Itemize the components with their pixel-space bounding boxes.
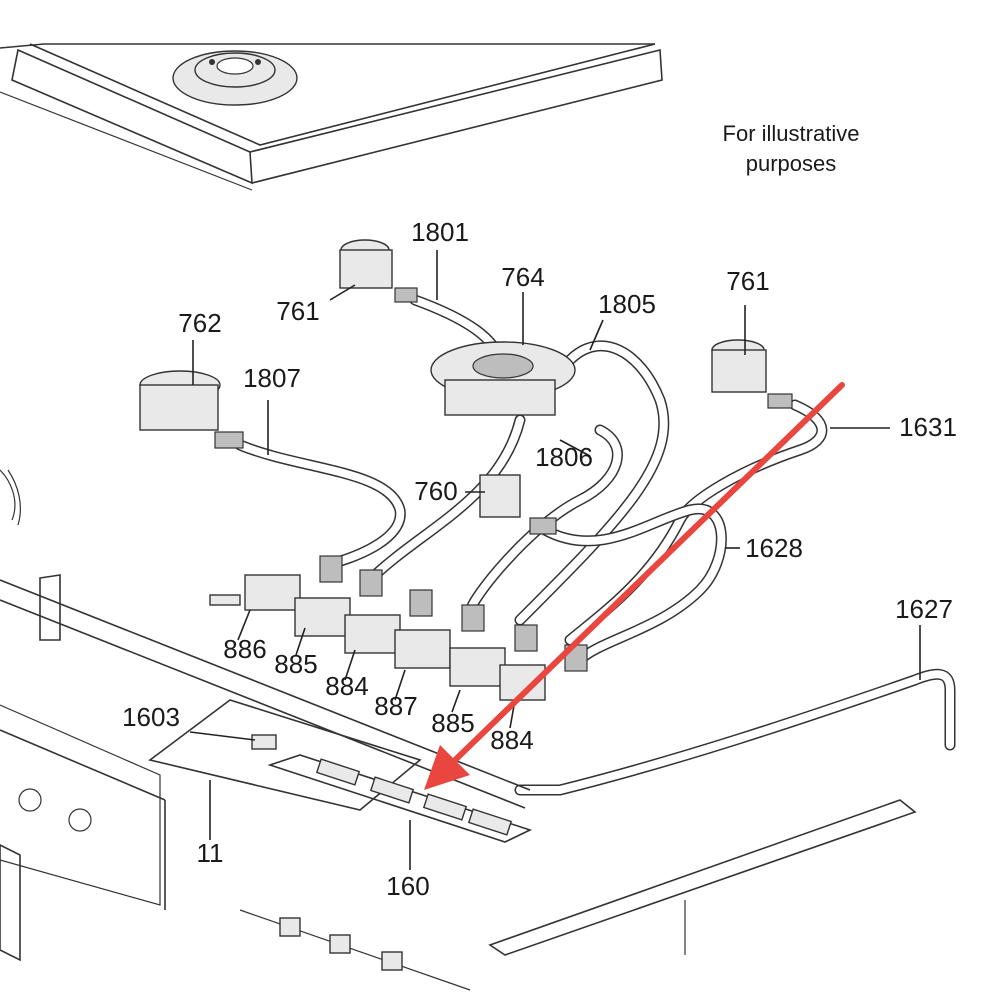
label-761-left: 761 — [276, 296, 319, 326]
label-1801: 1801 — [411, 217, 469, 247]
bracket-160 — [267, 754, 533, 843]
burner-761-right — [711, 339, 793, 409]
label-762: 762 — [178, 308, 221, 338]
label-760: 760 — [414, 476, 457, 506]
label-1807: 1807 — [243, 363, 301, 393]
burner-762 — [139, 370, 244, 449]
label-1628: 1628 — [745, 533, 803, 563]
leader-lines — [189, 250, 921, 870]
label-761-right: 761 — [726, 266, 769, 296]
red-arrow — [424, 382, 845, 790]
label-886: 886 — [223, 634, 266, 664]
gas-tubes — [234, 294, 956, 796]
gas-valves — [209, 555, 588, 701]
label-884-left: 884 — [325, 671, 368, 701]
lower-connectors — [239, 909, 471, 991]
label-160: 160 — [386, 871, 429, 901]
burner-760 — [479, 474, 557, 535]
cooktop-plate — [0, 43, 663, 191]
label-764: 764 — [501, 262, 544, 292]
label-884-right: 884 — [490, 725, 533, 755]
burner-761-left — [339, 239, 418, 303]
label-1627: 1627 — [895, 594, 953, 624]
label-885-right: 885 — [431, 708, 474, 738]
burner-cap — [172, 50, 298, 106]
label-1631: 1631 — [899, 412, 957, 442]
note-line-1: For illustrative — [723, 121, 860, 146]
label-1603: 1603 — [122, 702, 180, 732]
label-885-left: 885 — [274, 649, 317, 679]
label-887: 887 — [374, 691, 417, 721]
note-line-2: purposes — [746, 151, 837, 176]
label-1805: 1805 — [598, 289, 656, 319]
label-1806: 1806 — [535, 442, 593, 472]
label-11: 11 — [197, 838, 224, 868]
clip-1603 — [251, 734, 277, 750]
burner-764 — [430, 341, 576, 416]
